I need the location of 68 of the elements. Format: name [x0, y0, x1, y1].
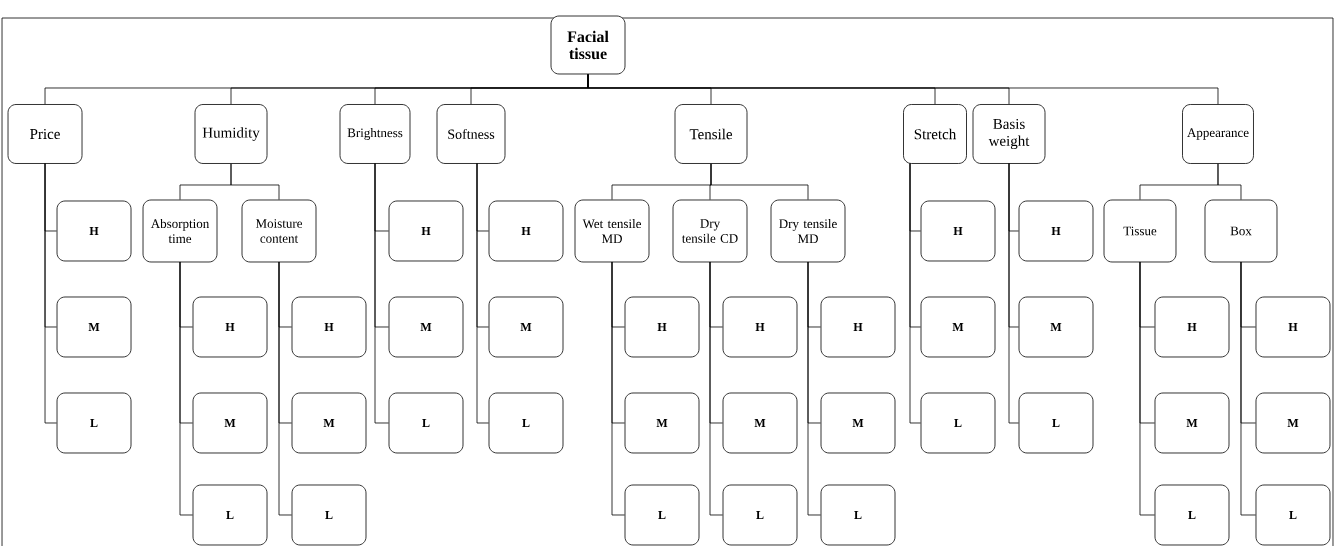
level-box: H	[291, 296, 367, 358]
level-box: L	[56, 392, 132, 454]
criterion-box: Price	[7, 104, 83, 164]
level-box: H	[488, 200, 564, 262]
connector	[44, 163, 57, 424]
level-box: H	[820, 296, 896, 358]
level-box: M	[488, 296, 564, 358]
level-box: H	[56, 200, 132, 262]
level-box: L	[722, 484, 798, 546]
level-box: H	[624, 296, 700, 358]
level-box: L	[291, 484, 367, 546]
criterion-box: Tissue	[1103, 199, 1177, 263]
level-box: L	[1255, 484, 1331, 546]
connector	[374, 163, 389, 424]
criterion-box: Appearance	[1182, 104, 1254, 164]
level-box: H	[192, 296, 268, 358]
level-box: M	[1255, 392, 1331, 454]
criterion-box: Dry tensile CD	[672, 199, 748, 263]
level-box: M	[192, 392, 268, 454]
connector	[278, 261, 292, 516]
criterion-box: Brightness	[339, 104, 411, 164]
level-box: H	[1018, 200, 1094, 262]
level-box: L	[920, 392, 996, 454]
criterion-box: Moisture content	[241, 199, 317, 263]
criterion-box: Humidity	[194, 104, 268, 164]
connector	[709, 261, 723, 516]
connector	[179, 261, 193, 516]
criterion-box: Softness	[436, 104, 506, 164]
level-box: M	[291, 392, 367, 454]
criterion-box: Absorption time	[142, 199, 218, 263]
level-box: H	[388, 200, 464, 262]
level-box: L	[1154, 484, 1230, 546]
criterion-box: Dry tensile MD	[770, 199, 846, 263]
level-box: H	[722, 296, 798, 358]
level-box: M	[722, 392, 798, 454]
level-box: M	[1018, 296, 1094, 358]
connector	[1217, 163, 1242, 200]
connector	[1008, 163, 1019, 424]
connector	[230, 163, 280, 200]
connector	[710, 163, 809, 200]
criterion-box: Wet tensile MD	[574, 199, 650, 263]
level-box: M	[388, 296, 464, 358]
level-box: L	[820, 484, 896, 546]
level-box: L	[388, 392, 464, 454]
level-box: M	[56, 296, 132, 358]
level-box: L	[192, 484, 268, 546]
level-box: M	[920, 296, 996, 358]
connector	[1139, 261, 1155, 516]
criterion-box: Basis weight	[972, 104, 1046, 164]
connector	[587, 74, 1219, 105]
criterion-box: Tensile	[674, 104, 748, 164]
level-box: L	[624, 484, 700, 546]
level-box: M	[1154, 392, 1230, 454]
level-box: L	[488, 392, 564, 454]
level-box: M	[820, 392, 896, 454]
level-box: M	[624, 392, 700, 454]
level-box: H	[1154, 296, 1230, 358]
connector	[611, 261, 625, 516]
root-box: Facial tissue	[550, 15, 626, 75]
level-box: L	[1018, 392, 1094, 454]
level-box: H	[1255, 296, 1331, 358]
level-box: H	[920, 200, 996, 262]
connector	[1240, 261, 1256, 516]
connector	[807, 261, 821, 516]
criterion-box: Stretch	[903, 104, 967, 164]
criterion-box: Box	[1204, 199, 1278, 263]
connector	[909, 163, 921, 424]
connector	[476, 163, 489, 424]
